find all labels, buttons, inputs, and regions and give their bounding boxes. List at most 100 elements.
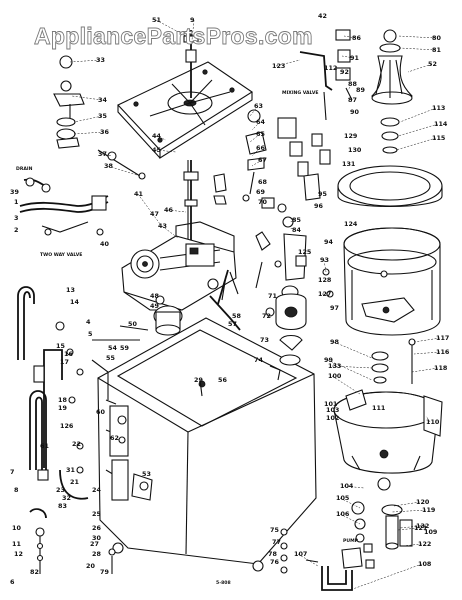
spin-basket [343, 227, 441, 336]
callout-63: 63 [254, 102, 263, 110]
callout-40: 40 [100, 240, 109, 248]
callout-69: 69 [256, 188, 265, 196]
callout-57: 57 [228, 320, 237, 328]
leader-line-37 [101, 153, 113, 157]
callout-39: 39 [10, 188, 19, 196]
motor-and-pulley [92, 271, 241, 341]
callout-34: 34 [98, 96, 107, 104]
mixing-valve-label: MIXING VALVE [282, 90, 319, 96]
leader-line-88 [347, 83, 353, 91]
mixing-valve [261, 29, 353, 213]
pump-label: PUMP [343, 538, 359, 544]
callout-90: 90 [350, 108, 359, 116]
callout-8: 8 [14, 486, 19, 494]
leader-line-92 [339, 71, 345, 75]
drain-hose-parts [53, 55, 146, 180]
callout-70: 70 [258, 198, 267, 206]
callout-22: 22 [72, 440, 81, 448]
leader-line-105 [339, 497, 361, 509]
callout-116: 116 [436, 348, 450, 356]
callout-76: 76 [270, 558, 279, 566]
leader-line-106 [339, 513, 361, 525]
callout-66: 66 [256, 144, 265, 152]
leader-line-67 [251, 159, 263, 167]
callout-87: 87 [348, 96, 357, 104]
callout-5: 5 [88, 330, 92, 338]
callout-24: 24 [92, 486, 101, 494]
callout-96: 96 [314, 202, 323, 210]
callout-119: 119 [422, 506, 436, 514]
leveling-legs [29, 508, 116, 574]
callout-31: 31 [66, 466, 75, 474]
agitator [371, 29, 413, 154]
callout-38: 38 [104, 162, 113, 170]
callout-124: 124 [344, 220, 358, 228]
callout-78: 78 [268, 550, 277, 558]
leader-line-133 [331, 365, 373, 369]
callout-51: 51 [152, 16, 161, 24]
callout-71: 71 [268, 292, 277, 300]
callout-9: 9 [190, 16, 195, 24]
callout-110: 110 [426, 418, 440, 426]
callout-7: 7 [10, 468, 14, 476]
callout-133: 133 [328, 362, 341, 370]
drain-label: DRAIN [16, 166, 33, 172]
callout-113: 113 [432, 104, 445, 112]
transmission-mount-plate [117, 30, 254, 159]
callout-16: 16 [64, 350, 73, 358]
leader-line-119 [391, 509, 427, 513]
callout-54: 54 [108, 344, 117, 352]
callout-100: 100 [328, 372, 342, 380]
leader-line-108 [349, 563, 423, 591]
leader-line-35 [73, 115, 103, 123]
callout-127: 127 [318, 290, 331, 298]
callout-26: 26 [92, 524, 101, 532]
callout-53: 53 [142, 470, 151, 478]
leader-line-65 [249, 133, 261, 143]
leader-line-113 [399, 107, 437, 123]
callout-36: 36 [100, 128, 109, 136]
callout-77: 77 [272, 538, 281, 546]
callout-102: 102 [326, 414, 339, 422]
callout-20: 20 [86, 562, 95, 570]
leader-line-115 [395, 137, 437, 151]
two-way-valve-label: TWO WAY VALVE [40, 252, 82, 258]
callout-25: 25 [92, 510, 101, 518]
pump-hoses [305, 501, 413, 591]
callout-64: 64 [256, 118, 265, 126]
leader-line-107 [297, 553, 319, 567]
callout-122: 122 [418, 540, 431, 548]
callout-73: 73 [260, 336, 269, 344]
internal-hoses [17, 286, 109, 500]
callout-84: 84 [292, 226, 301, 234]
timer-switch-brackets [213, 109, 271, 305]
callout-107: 107 [294, 550, 307, 558]
callout-18: 18 [58, 396, 67, 404]
leader-line-110 [425, 415, 431, 423]
callout-48: 48 [150, 292, 159, 300]
callout-68: 68 [258, 178, 267, 186]
callout-94: 94 [324, 238, 333, 246]
leader-line-44 [155, 135, 167, 141]
leader-line-120 [393, 501, 421, 507]
callout-104: 104 [340, 482, 354, 490]
callout-89: 89 [356, 86, 365, 94]
leader-line-116 [413, 351, 441, 355]
callout-121: 121 [414, 524, 427, 532]
tub-ring [337, 165, 443, 208]
leader-line-85 [289, 219, 297, 223]
leader-line-51 [155, 19, 187, 37]
callout-111: 111 [372, 404, 385, 412]
callout-67: 67 [258, 156, 267, 164]
leader-line-46 [167, 209, 187, 213]
callout-33: 33 [96, 56, 105, 64]
callout-91: 91 [350, 54, 359, 62]
callout-81: 81 [432, 46, 441, 54]
callout-32: 32 [62, 494, 71, 502]
callout-47: 47 [150, 210, 159, 218]
callout-11: 11 [12, 540, 21, 548]
callout-29: 29 [194, 376, 203, 384]
callout-131: 131 [342, 160, 355, 168]
